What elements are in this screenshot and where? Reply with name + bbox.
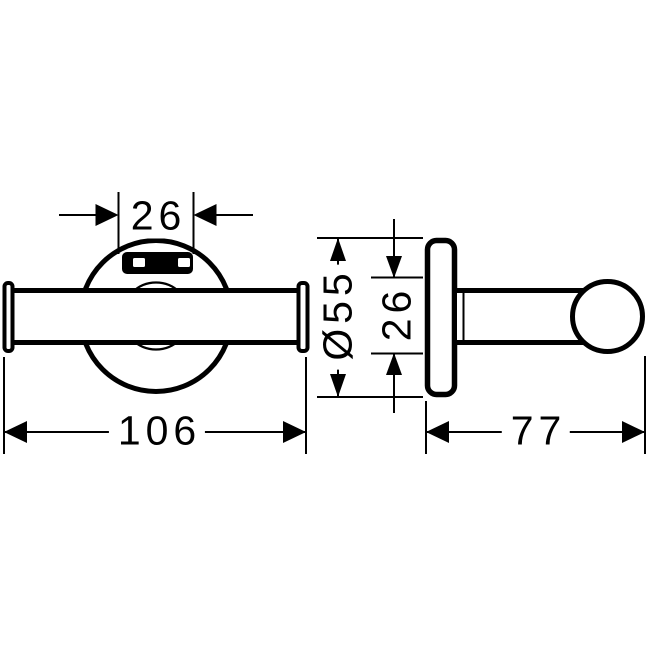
arrowhead-left-icon	[4, 421, 27, 443]
slot-hole-right	[178, 258, 190, 267]
arrowhead-up-icon	[330, 238, 346, 261]
dimension-label-projection: 77	[501, 408, 571, 454]
dimension-bar-diameter	[371, 219, 423, 413]
dimension-slot-width	[59, 192, 253, 254]
bar-end-cap-left	[2, 281, 15, 353]
arrowhead-left-icon	[426, 421, 449, 443]
arrowhead-right-icon	[283, 421, 306, 443]
arrowhead-right-icon	[95, 204, 119, 226]
dimension-label-overall-length: 106	[108, 408, 206, 454]
dimension-label-slot-width: 26	[121, 193, 191, 239]
arrowhead-down-icon	[330, 374, 346, 397]
hook-bar-body	[12, 293, 300, 340]
front-view	[2, 238, 310, 394]
arrowhead-up-icon	[386, 353, 402, 375]
arrowhead-right-icon	[622, 421, 645, 443]
bar-end-cap-right	[296, 281, 310, 353]
dimension-label-plate-diameter: Ø55	[315, 264, 361, 370]
mounting-slot	[122, 252, 193, 274]
wall-plate-profile	[424, 237, 458, 398]
slot-hole-left	[133, 258, 145, 267]
dimension-label-bar-diameter: 26	[374, 281, 420, 351]
side-view	[424, 237, 645, 398]
arrowhead-left-icon	[193, 204, 217, 226]
hook-ball-end	[570, 279, 645, 354]
hook-arm-body	[457, 293, 584, 340]
arrowhead-down-icon	[386, 256, 402, 278]
